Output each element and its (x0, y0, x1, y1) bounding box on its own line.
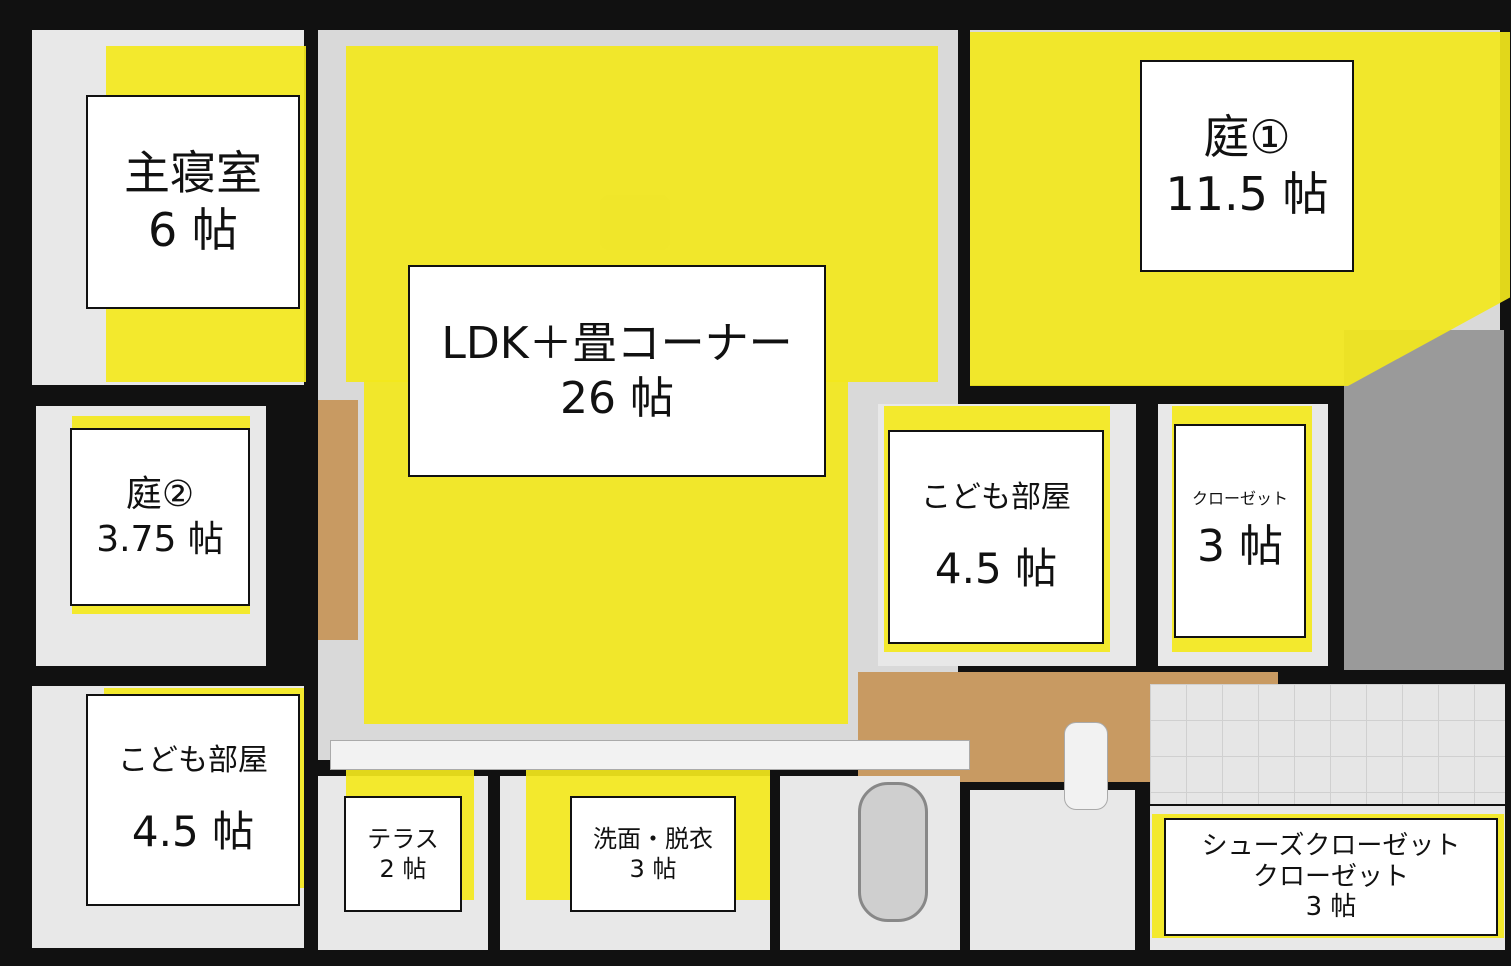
room-size: 3 帖 (1197, 520, 1283, 572)
kids-room-left-label: こども部屋 4.5 帖 (86, 694, 300, 906)
room-name: 庭① (1203, 109, 1291, 164)
toilet-floor (970, 790, 1135, 950)
room-size: 3.75 帖 (96, 519, 224, 560)
shoe-closet-label: シューズクローゼット クローゼット 3 帖 (1164, 818, 1498, 936)
room-size: 6 帖 (148, 203, 238, 257)
garden1-label: 庭① 11.5 帖 (1140, 60, 1354, 272)
room-name: LDK＋畳コーナー (441, 318, 793, 369)
closet-label: クローゼット 3 帖 (1174, 424, 1306, 638)
room-size: 4.5 帖 (131, 806, 255, 856)
ldk-label: LDK＋畳コーナー 26 帖 (408, 265, 826, 477)
room-name: シューズクローゼット (1201, 830, 1461, 861)
bathtub-icon (858, 782, 928, 922)
storage-floor (1344, 330, 1504, 670)
room-size: 4.5 帖 (934, 543, 1058, 593)
room-name: 洗面・脱衣 (593, 825, 713, 853)
room-name: テラス (367, 825, 439, 853)
terrace-label: テラス 2 帖 (344, 796, 462, 912)
room-name: こども部屋 (921, 480, 1071, 515)
toilet-icon (1064, 722, 1108, 810)
room-size: 2 帖 (379, 855, 427, 883)
room-size: 26 帖 (560, 373, 674, 424)
room-size: 11.5 帖 (1165, 167, 1329, 221)
room-size: 3 帖 (1305, 892, 1357, 923)
master-bedroom-label: 主寝室 6 帖 (86, 95, 300, 309)
tatami-corner-floor (318, 400, 358, 640)
kitchen-counter (330, 740, 970, 770)
room-size: 3 帖 (629, 855, 677, 883)
room-name: 主寝室 (124, 145, 262, 200)
room-name: こども部屋 (118, 743, 268, 778)
washroom-label: 洗面・脱衣 3 帖 (570, 796, 736, 912)
room-name: 庭② (125, 474, 195, 515)
kids-room-right-label: こども部屋 4.5 帖 (888, 430, 1104, 644)
garden2-label: 庭② 3.75 帖 (70, 428, 250, 606)
room-name: クローゼット (1191, 488, 1288, 508)
room-name-2: クローゼット (1252, 861, 1409, 892)
entrance-floor (1150, 684, 1505, 804)
